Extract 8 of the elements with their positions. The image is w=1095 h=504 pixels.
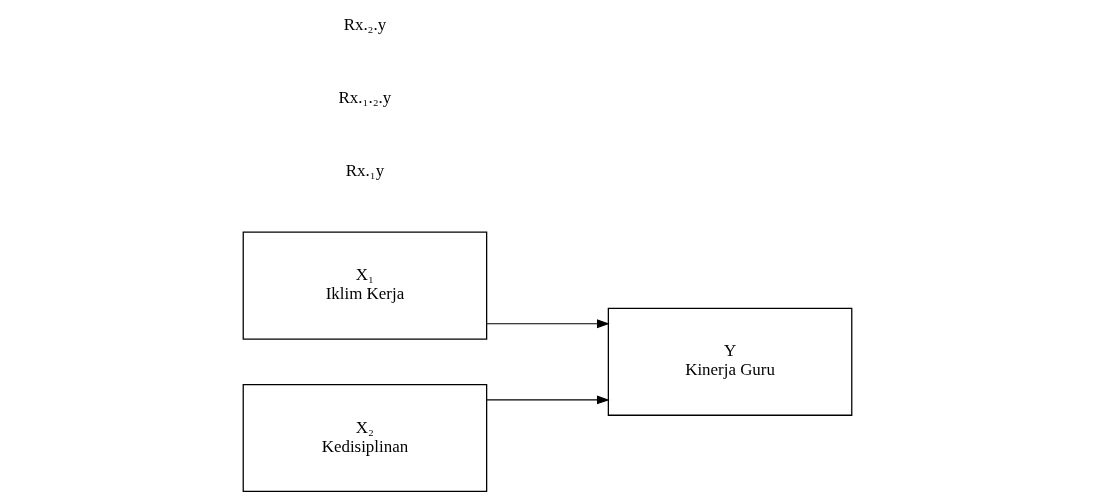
node-box: X₁ Iklim Kerja [242,231,488,340]
label: Rx.₁y [345,161,385,181]
arrow [486,319,610,329]
arrow [486,395,610,405]
label: Rx.₁.₂.y [338,88,392,108]
node-box: Y Kinerja Guru [607,307,853,416]
node-box: X₂ Kedisiplinan [242,383,488,493]
label: Rx.₂.y [343,15,387,35]
